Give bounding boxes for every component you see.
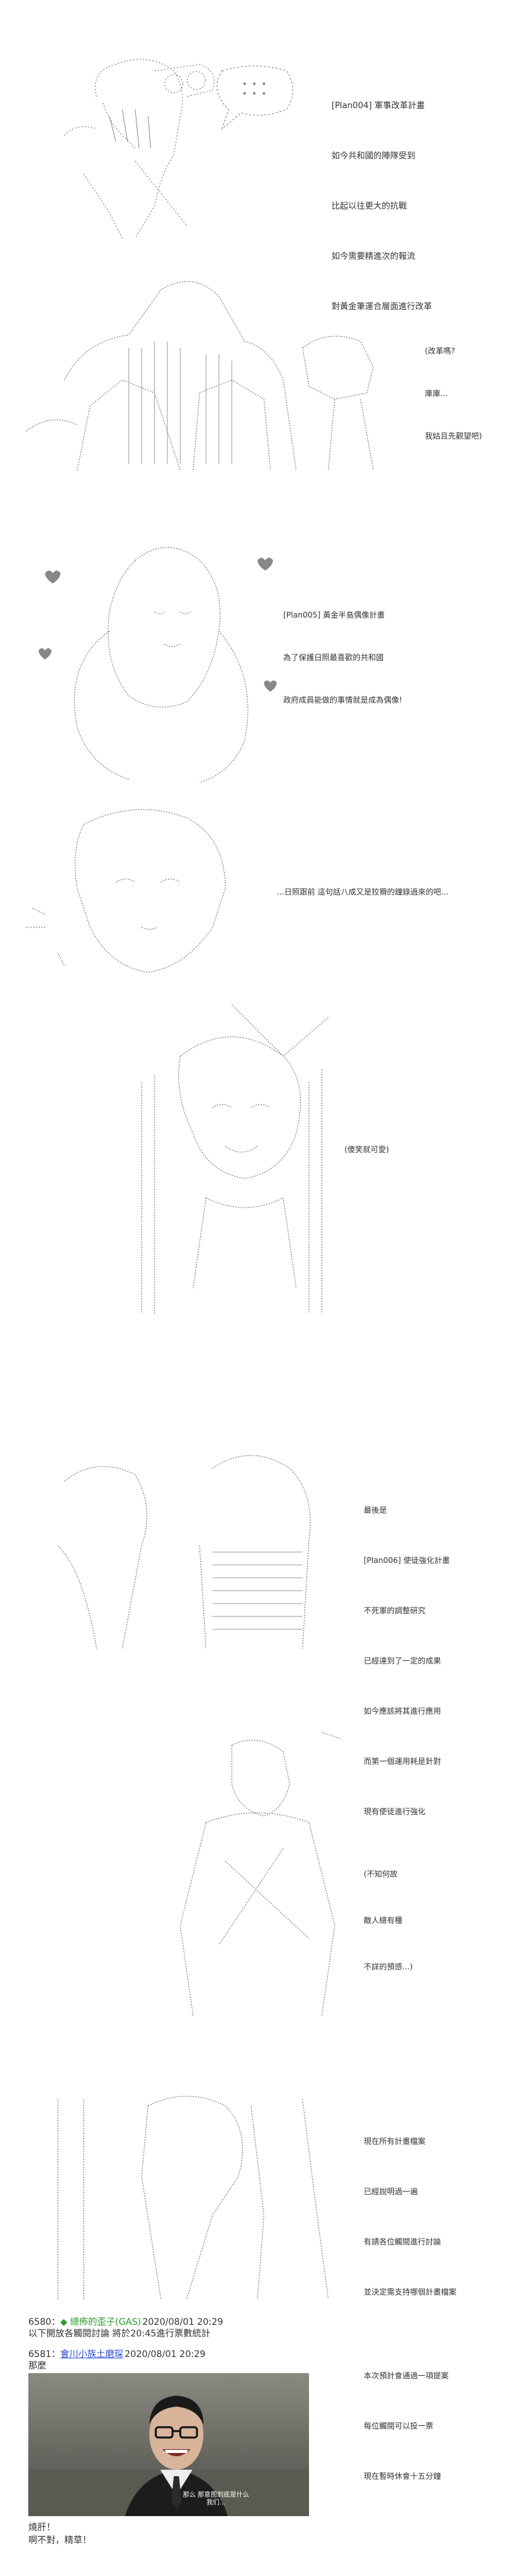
caption-summary: 現在所有計畫檔案 已經說明過一遍 有請各位觸閱進行討論 並決定需支持哪個計畫檔案… <box>364 2137 457 2481</box>
panel-armored-group: (改革嗎? 庫庫... 我姑且先觀望吧) <box>0 251 515 483</box>
post-author[interactable]: ◆ 總佈的歪子(GAS) <box>60 2317 142 2327</box>
speech-balloon <box>209 64 299 135</box>
caption-plan005: [Plan005] 黃金半島偶像計畫 為了保護日照最喜歡的共和國 政府成員能做的… <box>283 611 402 705</box>
post-6580: 6580：◆ 總佈的歪子(GAS)2020/08/01 20:29 以下開放各觸… <box>0 2315 515 2341</box>
panel-summary: 現在所有計畫檔案 已經說明過一遍 有請各位觸閱進行討論 並決定需支持哪個計畫檔案… <box>0 2087 515 2481</box>
post-body: 以下開放各觸閱討論 將於20:45進行票數統計 <box>28 2329 211 2339</box>
post-header: 6580：◆ 總佈的歪子(GAS)2020/08/01 20:29 <box>28 2315 223 2328</box>
post-time: 2020/08/01 20:29 <box>124 2349 206 2360</box>
caption-premonition: (不知何故 敵人總有種 不詳的預感...) <box>364 1870 413 1971</box>
reaction-photo: 那么 那意图到底是什么 我们… <box>28 2373 309 2516</box>
post-number[interactable]: 6581： <box>28 2349 61 2360</box>
caption-smile: (傻笑就可愛) <box>344 1145 389 1154</box>
caption-plan004: [Plan004] 軍事改革計畫 如今共和國的陣隊受到 比起以往更大的抗戰 如今… <box>332 101 433 312</box>
caption-plan006: 最後是 [Plan006] 使徒強化計畫 不死軍的調整研究 已經達到了一定的成果… <box>364 1506 450 1816</box>
panel-commander: (不知何故 敵人總有種 不詳的預感...) <box>0 1732 515 2029</box>
aa-art-idol <box>26 535 296 786</box>
post-author[interactable]: 會川小族土磨琛 <box>60 2349 124 2360</box>
photo-subtitle: 那么 那意图到底是什么 我们… <box>183 2492 250 2506</box>
aa-art-commander <box>154 1732 360 2022</box>
panel-plan006: 最後是 [Plan006] 使徒強化計畫 不死軍的調整研究 已經達到了一定的成果… <box>0 1443 515 1816</box>
aa-art-figure <box>45 2087 354 2306</box>
aa-art-smile <box>116 1005 373 1320</box>
aa-art-pair <box>45 1443 354 1655</box>
post-body-bottom: 燒肝！ 啊不對，精草！ <box>28 2523 91 2546</box>
aa-art-girl <box>19 799 277 985</box>
panel-girl-comment: ...日照跟前 這句話八成又是狡猾的鐘錄過來的吧... <box>0 799 515 992</box>
aa-art-armored-soldiers <box>26 264 425 477</box>
panel-smile: (傻笑就可愛) <box>0 1005 515 1327</box>
caption-observe: (改革嗎? 庫庫... 我姑且先觀望吧) <box>425 346 482 440</box>
post-body-top: 那麼 <box>28 2361 46 2371</box>
caption-comment: ...日照跟前 這句話八成又是狡猾的鐘錄過來的吧... <box>277 887 449 896</box>
panel-plan004: [Plan004] 軍事改革計畫 如今共和國的陣隊受到 比起以往更大的抗戰 如今… <box>0 39 515 312</box>
post-number[interactable]: 6580： <box>28 2317 61 2327</box>
post-time: 2020/08/01 20:29 <box>142 2317 223 2327</box>
aa-art-officer <box>58 45 251 245</box>
panel-plan005: [Plan005] 黃金半島偶像計畫 為了保護日照最喜歡的共和國 政府成員能做的… <box>0 535 515 792</box>
